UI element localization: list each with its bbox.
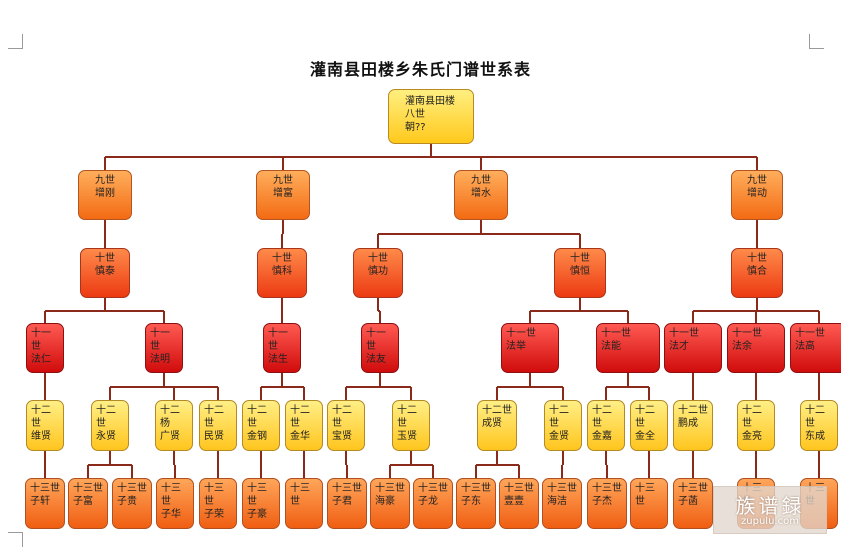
tree-node-n10d: 十世 慎恒 [554,248,606,298]
tree-node-n12e: 十二世 金钢 [242,400,280,451]
tree-node-n13n: 十三世 子杰 [587,478,627,529]
tree-node-n11i: 十一世 法高 [790,323,841,373]
tree-node-n12n: 十二世 金亮 [737,400,775,451]
tree-node-n11h: 十一世 法余 [727,323,785,373]
tree-node-n13b: 十三世 子富 [68,478,108,529]
tree-node-n13m: 十三世 海洁 [542,478,582,529]
tree-node-n13g: 十三世 [285,478,323,529]
tree-node-n13i: 十三世 海豪 [370,478,410,529]
tree-node-n9d: 九世 增动 [731,170,783,220]
tree-node-n11g: 十一世 法才 [664,323,722,373]
tree-node-n12c: 十二杨 广贤 [155,400,193,451]
tree-node-n13d: 十三世 子华 [156,478,194,529]
tree-node-n13c: 十三世 子贵 [112,478,152,529]
page-corner-top-left [8,34,23,49]
tree-node-n12o: 十二世 东成 [800,400,838,451]
tree-node-n9b: 九世 增富 [256,170,310,220]
tree-node-n10e: 十世 慎合 [731,248,783,298]
tree-node-n13f: 十三世 子豪 [242,478,280,529]
tree-node-n11c: 十一世 法生 [263,323,301,373]
tree-node-n13j: 十三世 子龙 [413,478,453,529]
tree-node-n12k: 十二世 金嘉 [587,400,625,451]
tree-node-n13l: 十三世 壹壹 [499,478,539,529]
page-corner-bottom-left [8,532,23,547]
tree-node-n12d: 十二世 民贤 [199,400,237,451]
tree-node-n12h: 十二世 玉贤 [392,400,430,451]
tree-node-n13k: 十三世 子东 [456,478,496,529]
tree-node-n10c: 十世 慎功 [353,248,403,298]
site-watermark: 族谱録 zupulu.com [713,486,827,534]
tree-node-n13a: 十三世 子轩 [25,478,65,529]
tree-node-n9a: 九世 增刚 [78,170,132,220]
tree-node-n9c: 九世 增水 [454,170,508,220]
tree-node-n12l: 十二世 金全 [630,400,668,451]
tree-node-n13e: 十三世 子荣 [199,478,237,529]
tree-node-n12m: 十二世 鹏成 [673,400,713,451]
tree-node-n12f: 十二世 金华 [285,400,323,451]
tree-node-n12b: 十二世 永贤 [91,400,129,451]
tree-node-n11b: 十一世 法明 [145,323,183,373]
tree-node-n11a: 十一世 法仁 [26,323,64,373]
tree-node-root: 灌南县田楼 八世 朝?? [388,89,474,144]
tree-node-n12g: 十二世 宝贤 [327,400,365,451]
watermark-url: zupulu.com [741,516,799,527]
tree-node-n13p: 十三世 子菡 [673,478,713,529]
tree-node-n12i: 十二世 成贤 [477,400,517,451]
tree-node-n13h: 十三世 子君 [327,478,367,529]
page-title: 灌南县田楼乡朱氏门谱世系表 [309,60,531,79]
page-corner-top-right [809,34,824,49]
tree-node-n11f: 十一世 法能 [596,323,660,373]
tree-node-n12j: 十二世 金贤 [544,400,582,451]
tree-node-n11e: 十一世 法举 [501,323,559,373]
tree-node-n11d: 十一世 法友 [361,323,399,373]
tree-node-n10a: 十世 慎泰 [80,248,130,298]
tree-node-n12a: 十二世 维贤 [26,400,64,451]
tree-node-n13o: 十三世 [630,478,668,529]
watermark-logo-text: 族谱録 [735,494,805,518]
tree-node-n10b: 十世 慎科 [257,248,307,298]
